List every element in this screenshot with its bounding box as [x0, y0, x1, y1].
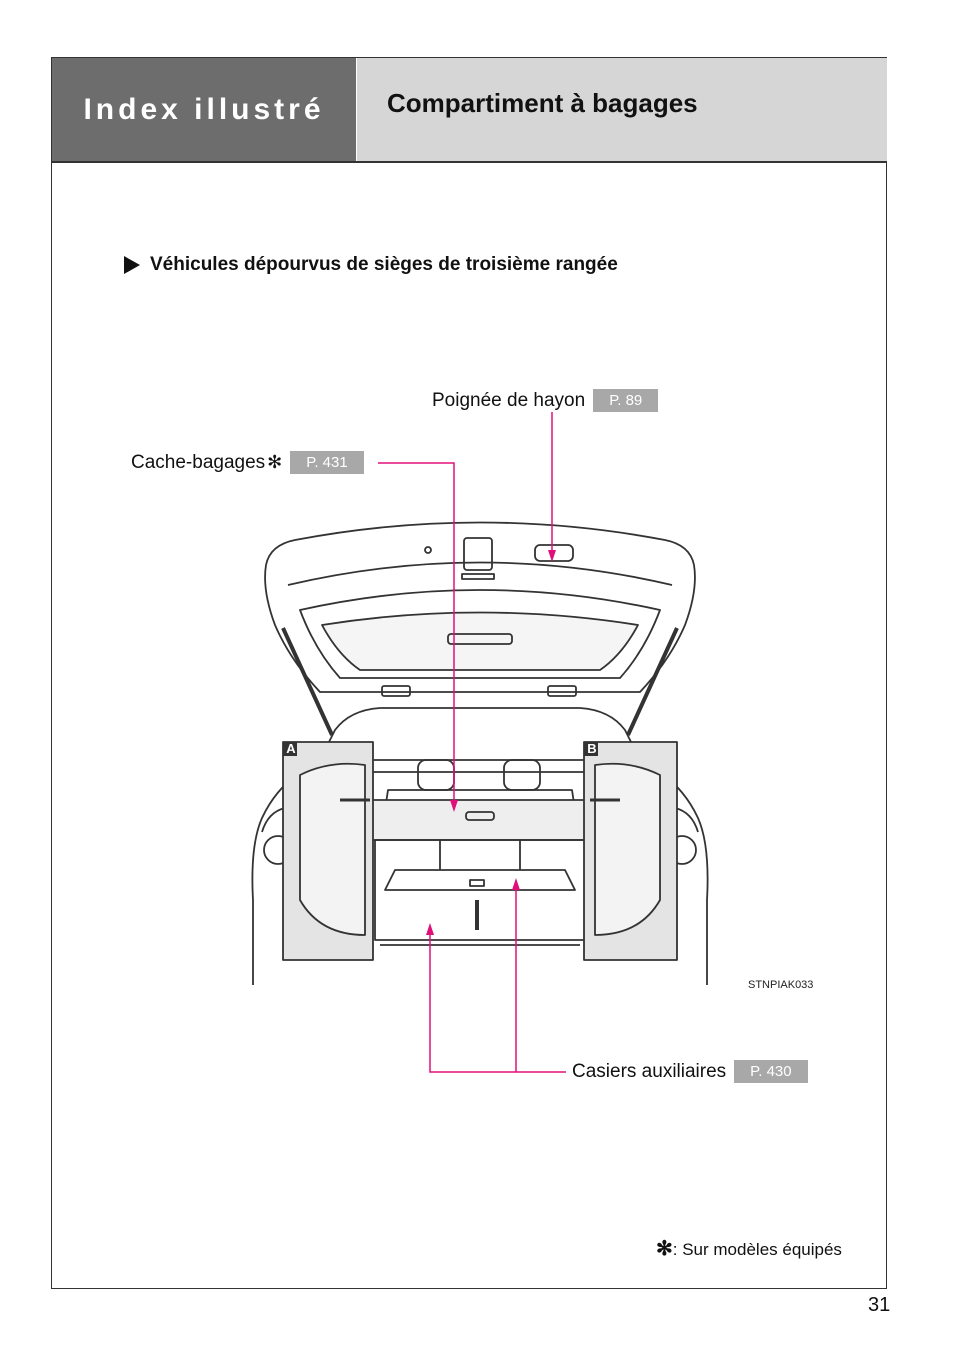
section-header: Index illustré	[52, 58, 356, 161]
page-ref-badge[interactable]: P. 89	[593, 389, 659, 412]
figure-code: STNPIAK033	[748, 979, 814, 991]
callout-luggage-cover: Cache-bagages ✻ P. 431	[131, 451, 364, 474]
asterisk-icon: ✻	[656, 1238, 673, 1260]
triangle-bullet-icon	[124, 256, 140, 274]
marker-a: A	[286, 741, 296, 756]
subsection-title: Véhicules dépourvus de sièges de troisiè…	[150, 254, 618, 275]
callout-auxiliary-boxes: Casiers auxiliaires P. 430	[572, 1060, 808, 1083]
asterisk-icon: ✻	[267, 452, 283, 472]
marker-b: B	[587, 741, 597, 756]
header-divider	[52, 161, 887, 163]
marker-b-badge	[584, 742, 598, 756]
page-ref-badge[interactable]: P. 431	[290, 451, 364, 474]
subsection-heading: Véhicules dépourvus de sièges de troisiè…	[124, 254, 618, 276]
callout-label: Casiers auxiliaires	[572, 1060, 727, 1082]
callout-label: Cache-bagages	[131, 451, 266, 473]
marker-a-badge	[283, 742, 297, 756]
page-title: Compartiment à bagages	[387, 88, 698, 118]
section-title: Index illustré	[83, 92, 325, 126]
page-number: 31	[868, 1294, 891, 1316]
callout-tailgate-handle: Poignée de hayon P. 89	[432, 389, 659, 412]
page-header: Compartiment à bagages	[357, 58, 887, 161]
footnote: ✻: Sur modèles équipés	[656, 1236, 842, 1261]
page-frame	[51, 57, 887, 1289]
footnote-text: : Sur modèles équipés	[672, 1240, 842, 1259]
callout-label: Poignée de hayon	[432, 389, 586, 411]
page-ref-badge[interactable]: P. 430	[734, 1060, 808, 1083]
